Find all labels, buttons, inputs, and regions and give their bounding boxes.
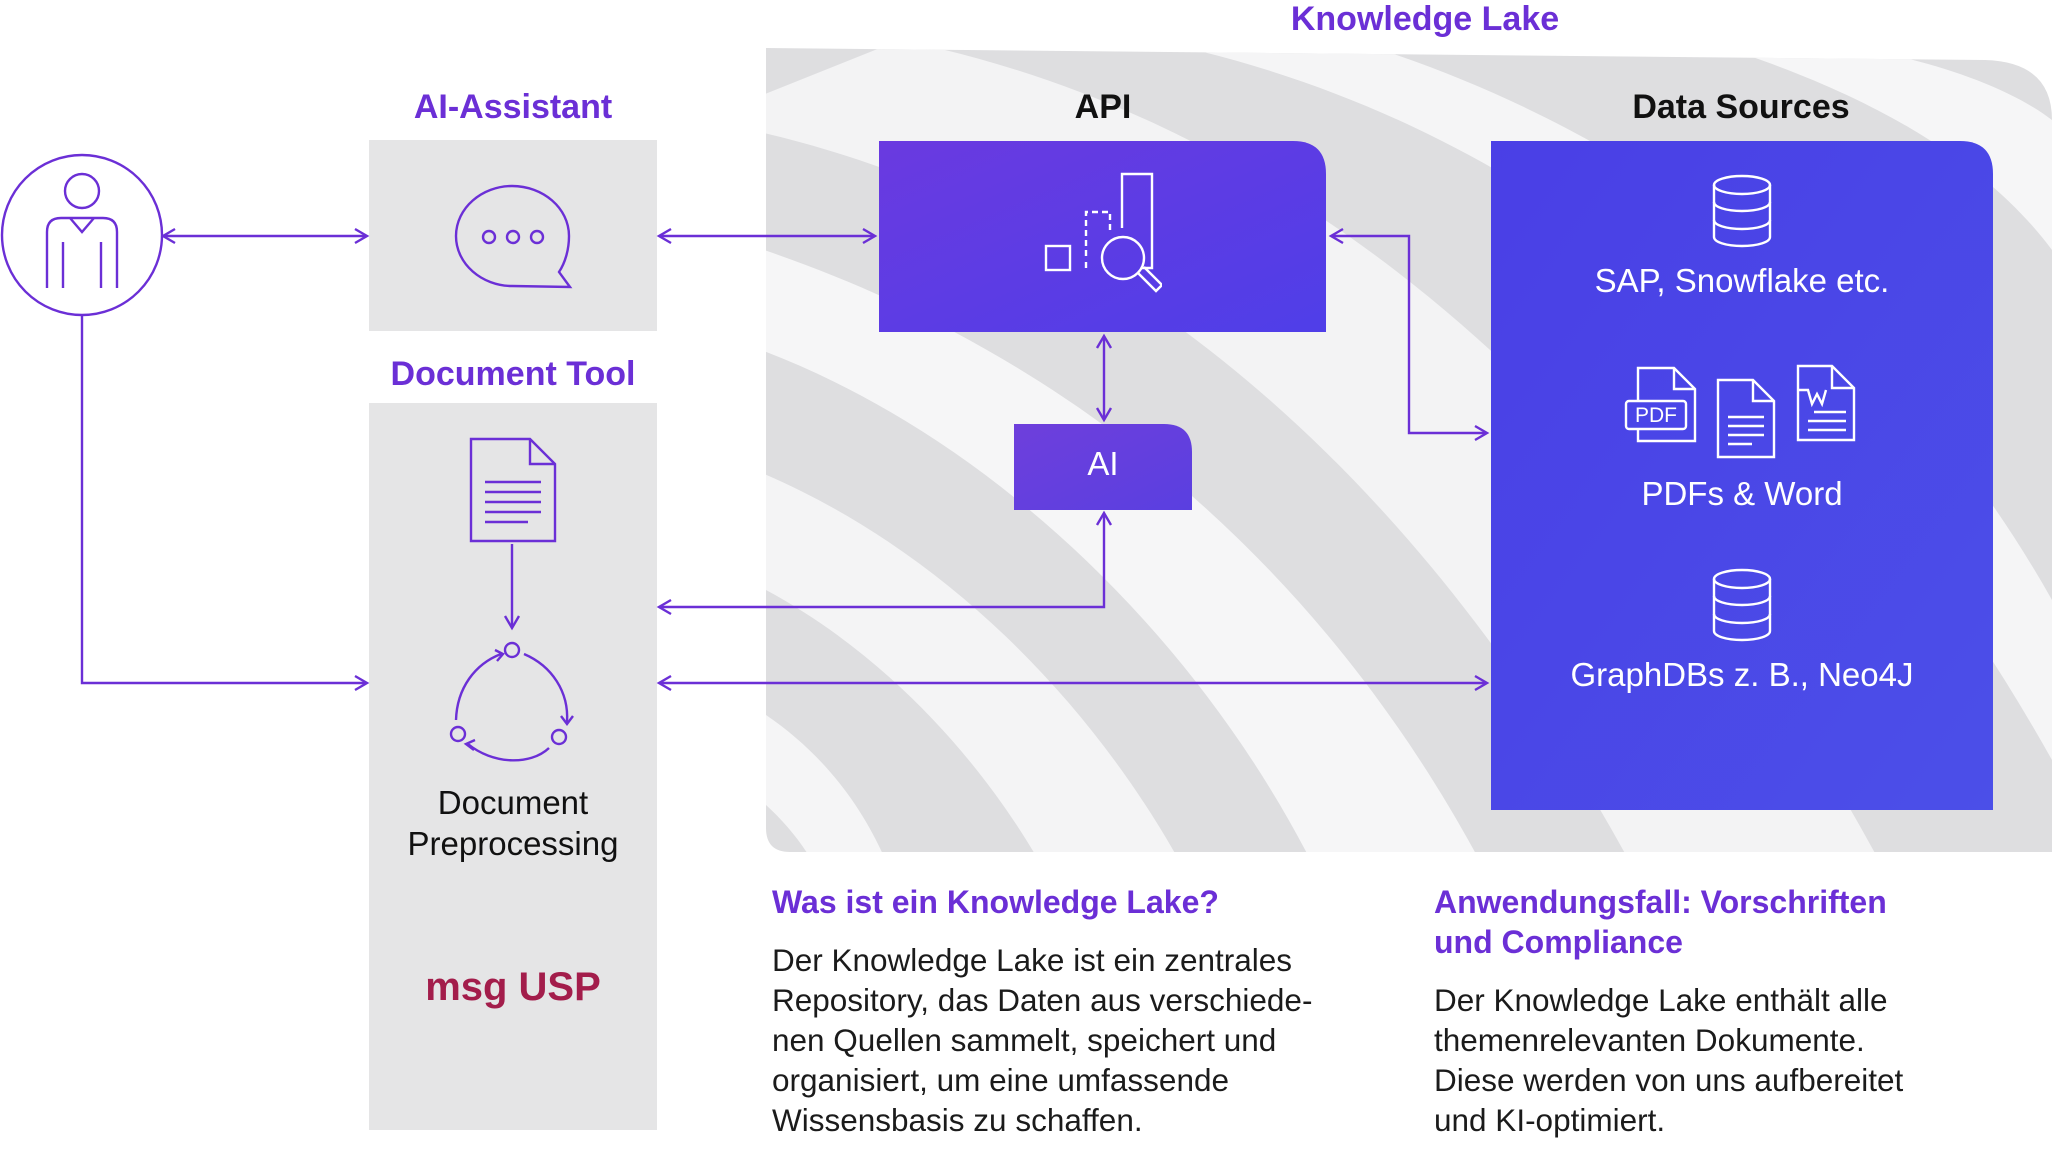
api-title: API [1074,88,1132,126]
user-preprocessing-connector [80,316,367,685]
word-file-icon [1796,364,1856,442]
api-box [879,141,1326,332]
info-right-heading-line: Anwendungsfall: Vorschriften [1434,884,1887,920]
info-right-heading: Anwendungsfall: Vorschriften und Complia… [1434,882,2034,962]
info-left-heading: Was ist ein Knowledge Lake? [772,884,1219,920]
info-right-line: Diese werden von uns aufbereitet [1434,1062,1904,1098]
document-tool-title: Document Tool [390,355,636,393]
datasource-label-pdfs: PDFs & Word [1641,475,1843,512]
document-tool-panel [369,403,657,1130]
database-icon [1712,174,1772,248]
preprocessing-line-1: Document [437,784,589,821]
info-left-line: Wissensbasis zu schaffen. [772,1102,1143,1138]
svg-text:PDF: PDF [1635,404,1677,427]
info-right-body: Der Knowledge Lake enthält alle themenre… [1434,980,2034,1140]
info-left-line: nen Quellen sammelt, speichert und [772,1022,1277,1058]
ai-label: AI [1087,445,1119,482]
info-right-block: Anwendungsfall: Vorschriften und Complia… [1434,882,2034,1140]
info-left-line: organisiert, um eine umfassende [772,1062,1229,1098]
usp-label: msg USP [425,965,601,1009]
datasource-label-graphdb: GraphDBs z. B., Neo4J [1570,656,1914,693]
preprocessing-line-2: Preprocessing [407,825,619,862]
info-right-heading-line: und Compliance [1434,924,1683,960]
ai-assistant-title: AI-Assistant [413,88,613,126]
ai-document-connector [659,513,1106,609]
chart-search-icon [1044,172,1162,293]
cycle-icon [449,641,574,762]
api-datasources-connector [1331,234,1487,435]
datasource-label-sap: SAP, Snowflake etc. [1594,262,1890,299]
user-icon [0,153,164,317]
ai-box [1014,424,1192,510]
data-sources-title: Data Sources [1632,88,1850,126]
pdf-word-icon: PDF [1624,364,1856,459]
info-left-block: Was ist ein Knowledge Lake? Der Knowledg… [772,882,1392,1140]
text-file-icon [1716,378,1776,459]
info-right-line: und KI-optimiert. [1434,1102,1666,1138]
database-icon [1712,568,1772,642]
info-left-line: Repository, das Daten aus verschiede- [772,982,1313,1018]
info-left-line: Der Knowledge Lake ist ein zentrales [772,942,1293,978]
info-right-line: themenrelevanten Dokumente. [1434,1022,1865,1058]
preprocessing-label: Document Preprocessing [369,782,657,864]
chat-bubble-icon [454,184,573,289]
info-right-line: Der Knowledge Lake enthält alle [1434,982,1888,1018]
knowledge-lake-title: Knowledge Lake [1290,0,1560,38]
data-sources-box [1491,141,1993,810]
ai-assistant-panel [369,140,657,331]
document-icon [469,437,557,543]
pdf-file-icon: PDF [1624,366,1697,443]
info-left-body: Der Knowledge Lake ist ein zentrales Rep… [772,940,1392,1140]
